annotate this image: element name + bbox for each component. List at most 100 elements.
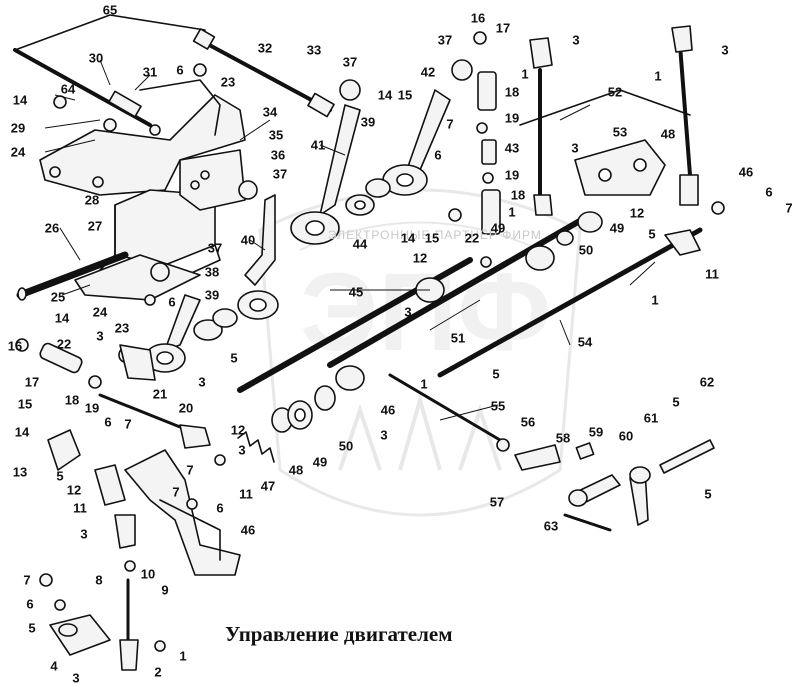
rod-vertical-1b xyxy=(678,43,692,177)
callout-7f: 7 xyxy=(23,572,31,588)
callout-16b: 16 xyxy=(7,338,23,354)
callout-13: 13 xyxy=(12,464,28,480)
callout-50: 50 xyxy=(578,242,594,258)
callout-59: 59 xyxy=(588,424,604,440)
ball-37b xyxy=(150,262,170,282)
callout-5d: 5 xyxy=(704,486,712,502)
callout-46: 46 xyxy=(738,164,754,180)
callout-18: 18 xyxy=(504,84,520,100)
callout-36: 36 xyxy=(270,147,286,163)
lever-41 xyxy=(319,104,361,216)
callout-10: 10 xyxy=(140,566,156,582)
callout-53: 53 xyxy=(612,124,628,140)
callout-37b: 37 xyxy=(272,166,288,182)
callout-7c: 7 xyxy=(124,416,132,432)
callout-31: 31 xyxy=(142,64,158,80)
callout-15b: 15 xyxy=(424,230,440,246)
callout-55: 55 xyxy=(490,398,506,414)
tube-22 xyxy=(39,342,83,374)
callout-1f: 1 xyxy=(179,648,187,664)
callout-17: 17 xyxy=(495,20,511,36)
callout-3h: 3 xyxy=(238,442,246,458)
bracket-plate-28 xyxy=(39,94,246,196)
callout-7d: 7 xyxy=(186,462,194,478)
callout-24b: 24 xyxy=(92,304,108,320)
lever-40 xyxy=(244,194,276,286)
callout-6g: 6 xyxy=(26,596,34,612)
callout-24: 24 xyxy=(10,144,26,160)
callout-12c: 12 xyxy=(66,482,82,498)
callout-64: 64 xyxy=(60,81,76,97)
callout-49: 49 xyxy=(609,220,625,236)
callout-8: 8 xyxy=(95,572,103,588)
callout-57: 57 xyxy=(489,494,505,510)
callout-27: 27 xyxy=(87,218,103,234)
callout-43: 43 xyxy=(504,140,520,156)
callout-28: 28 xyxy=(84,192,100,208)
rod-55 xyxy=(388,373,502,442)
callout-2: 2 xyxy=(154,664,162,680)
callout-5f: 5 xyxy=(230,350,238,366)
lever-42 xyxy=(404,89,451,176)
tube-18b xyxy=(481,189,501,235)
ball-37a xyxy=(238,180,258,200)
callout-1b: 1 xyxy=(654,68,662,84)
callout-37: 37 xyxy=(342,54,358,70)
callout-6e: 6 xyxy=(104,414,112,430)
callout-5a: 5 xyxy=(648,226,656,242)
callout-49b: 49 xyxy=(490,220,506,236)
callout-3e: 3 xyxy=(380,427,388,443)
bracket-65 xyxy=(14,14,206,51)
callout-11b: 11 xyxy=(73,500,87,516)
callout-6f: 6 xyxy=(216,500,224,516)
plate-53 xyxy=(574,139,666,196)
spring-47 xyxy=(237,431,275,463)
bracket-9 xyxy=(124,449,241,576)
callout-3d: 3 xyxy=(404,304,412,320)
callout-58: 58 xyxy=(555,430,571,446)
callout-11a: 11 xyxy=(705,266,719,282)
callout-6d: 6 xyxy=(765,184,773,200)
shaft-51 xyxy=(327,212,593,368)
callout-5g: 5 xyxy=(28,620,36,636)
callout-33: 33 xyxy=(306,42,322,58)
callout-17b: 17 xyxy=(24,374,40,390)
callout-62: 62 xyxy=(699,374,715,390)
callout-4: 4 xyxy=(50,658,58,674)
callout-3b: 3 xyxy=(721,42,729,58)
callout-1d: 1 xyxy=(651,292,659,308)
callout-14e: 14 xyxy=(14,424,30,440)
callout-50b: 50 xyxy=(338,438,354,454)
callout-19c: 19 xyxy=(84,400,100,416)
callout-12b: 12 xyxy=(412,250,428,266)
callout-3c: 3 xyxy=(571,140,579,156)
callout-40: 40 xyxy=(240,232,256,248)
callout-19b: 19 xyxy=(504,167,520,183)
ball-37d xyxy=(451,59,473,81)
callout-26: 26 xyxy=(44,220,60,236)
callout-45: 45 xyxy=(348,284,364,300)
callout-46c: 46 xyxy=(240,522,256,538)
shaft-54 xyxy=(437,227,703,378)
callout-51: 51 xyxy=(450,330,466,346)
callout-46b: 46 xyxy=(380,402,396,418)
diagram-caption: Управление двигателем xyxy=(225,622,453,646)
callout-6b: 6 xyxy=(168,294,176,310)
callout-18c: 18 xyxy=(64,392,80,408)
bracket-13 xyxy=(47,429,81,471)
callout-56: 56 xyxy=(520,414,536,430)
callout-41: 41 xyxy=(310,137,326,153)
bracket-4 xyxy=(49,614,111,656)
ball-37c xyxy=(339,79,361,101)
callout-3f: 3 xyxy=(96,328,104,344)
callout-39: 39 xyxy=(204,287,220,303)
callout-6c: 6 xyxy=(434,147,442,163)
callout-22b: 22 xyxy=(56,336,72,352)
callout-47: 47 xyxy=(260,478,276,494)
callout-15: 15 xyxy=(397,87,413,103)
callout-14d: 14 xyxy=(400,230,416,246)
callout-63: 63 xyxy=(543,518,559,534)
callout-39b: 39 xyxy=(360,114,376,130)
callout-23: 23 xyxy=(220,74,236,90)
